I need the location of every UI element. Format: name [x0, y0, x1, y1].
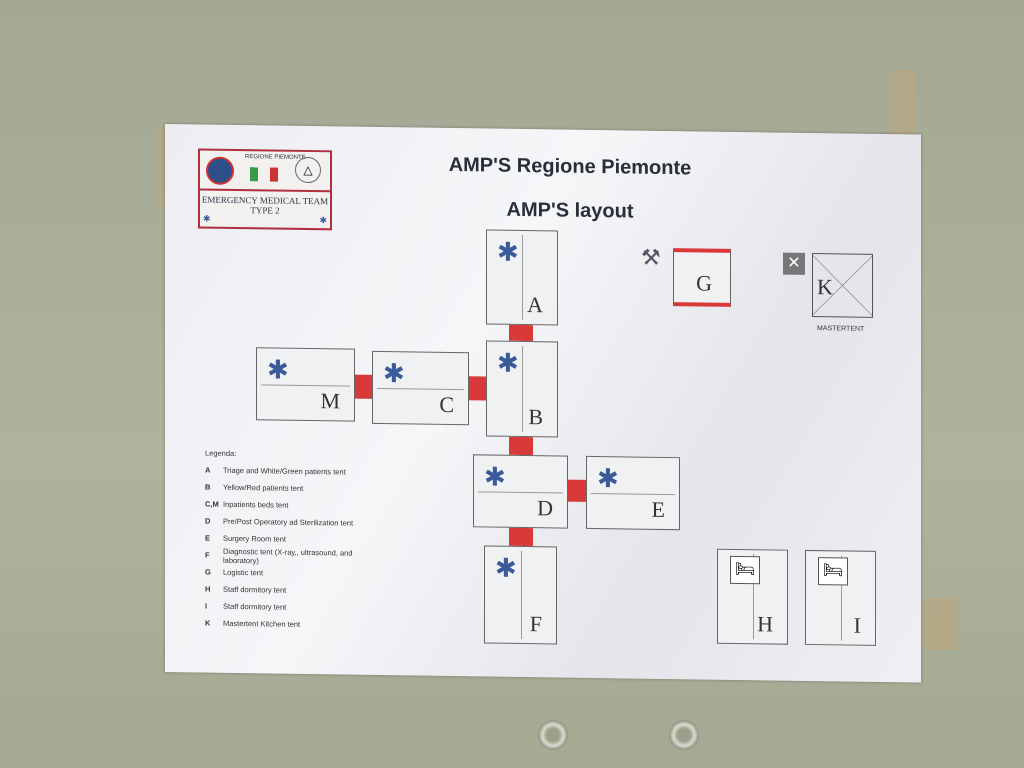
tent-label: F	[529, 611, 542, 637]
poster-title: AMP'S Regione Piemonte	[448, 153, 692, 180]
tent-label: I	[853, 612, 861, 638]
star-of-life-icon: ✱	[484, 461, 506, 492]
star-of-life-icon: ✱	[497, 236, 519, 267]
legend-text: Staff dormitory tent	[223, 584, 287, 595]
triangle-emblem-icon: △	[295, 156, 321, 184]
connector	[355, 374, 373, 399]
team-name: EMERGENCY MEDICAL TEAM	[201, 194, 329, 207]
kitchen-x-icon: ✕	[783, 252, 805, 275]
legend-key: K	[205, 618, 211, 628]
legend-text: Surgery Room tent	[223, 533, 286, 544]
legend-text: Pre/Post Operatory ad Sterilization tent	[223, 516, 354, 528]
poster-subtitle: AMP'S layout	[506, 198, 634, 223]
star-of-life-icon: ✱	[383, 358, 405, 389]
region-label: REGIONE PIEMONTE	[245, 154, 306, 161]
legend-text: Mastertent Kitchen tent	[223, 618, 301, 629]
legend-text: Inpatients beds tent	[223, 499, 289, 510]
tent-m[interactable]: ✱M	[256, 347, 355, 422]
tent-g[interactable]: G	[673, 248, 731, 307]
tools-icon: ⚒	[641, 244, 661, 270]
legend-key: C,M	[205, 499, 219, 509]
bed-icon: 🛏	[730, 555, 760, 585]
tent-label: M	[320, 388, 340, 414]
legend-key: D	[205, 516, 211, 526]
tent-c[interactable]: ✱C	[372, 350, 469, 426]
legend-text: Yellow/Red patients tent	[223, 482, 304, 493]
tape	[890, 70, 916, 142]
tent-label: G	[696, 270, 712, 296]
tent-label: E	[651, 496, 665, 522]
legend-text: Staff dormitory tent	[223, 601, 287, 612]
italy-flag-icon	[250, 167, 258, 182]
star-of-life-icon: ✱	[267, 354, 289, 385]
team-type: TYPE 2	[250, 205, 280, 216]
tent-label: B	[528, 404, 543, 430]
mastertent-label: MASTERTENT	[817, 325, 865, 333]
emt-logo: REGIONE PIEMONTE △ EMERGENCY MEDICAL TEA…	[198, 148, 332, 231]
tent-e[interactable]: ✱E	[586, 455, 680, 531]
legend-key: A	[205, 465, 211, 475]
connector	[509, 524, 533, 548]
legend-key: B	[205, 482, 211, 492]
tape	[922, 598, 958, 650]
poster: AMP'S Regione Piemonte AMP'S layout REGI…	[165, 124, 921, 683]
star-of-life-icon: ✱	[597, 463, 619, 494]
legend-text: Triage and White/Green patients tent	[223, 465, 346, 477]
star-of-life-icon: ✱	[497, 347, 519, 378]
bed-icon: 🛏	[818, 557, 848, 586]
tent-h[interactable]: 🛏H	[717, 548, 788, 645]
tent-f[interactable]: ✱F	[484, 545, 557, 645]
tent-a[interactable]: ✱A	[486, 229, 558, 326]
star-of-life-icon: ✱	[203, 213, 211, 224]
legend-text: Diagnostic tent (X-ray,, ultrasound, and…	[223, 546, 353, 565]
legend-key: H	[205, 584, 211, 594]
tent-i[interactable]: 🛏I	[805, 549, 876, 646]
legend-key: F	[205, 550, 210, 560]
tent-label: C	[439, 391, 454, 418]
tent-label: H	[757, 611, 773, 637]
tent-label: K	[817, 274, 833, 300]
legend-text: Logistic tent	[223, 567, 264, 578]
legend-item: F Diagnostic tent (X-ray,, ultrasound, an…	[205, 546, 388, 567]
wall-bolt	[669, 720, 699, 750]
tent-b[interactable]: ✱B	[486, 340, 558, 438]
legend-item: K Mastertent Kitchen tent	[205, 615, 388, 635]
wall-bolt	[538, 720, 568, 750]
tent-label: A	[527, 292, 543, 318]
legend-key: E	[205, 533, 211, 543]
tent-k[interactable]: K	[812, 253, 873, 318]
legend-key: I	[205, 601, 208, 611]
italy-flag-red	[270, 167, 278, 182]
star-of-life-icon: ✱	[495, 552, 517, 583]
connector	[568, 479, 586, 502]
tent-d[interactable]: ✱D	[473, 454, 568, 529]
legend-key: G	[205, 567, 211, 577]
connector	[509, 324, 533, 342]
tent-label: D	[537, 495, 553, 521]
civil-protection-emblem-icon	[206, 156, 234, 185]
star-of-life-icon: ✱	[319, 215, 327, 226]
